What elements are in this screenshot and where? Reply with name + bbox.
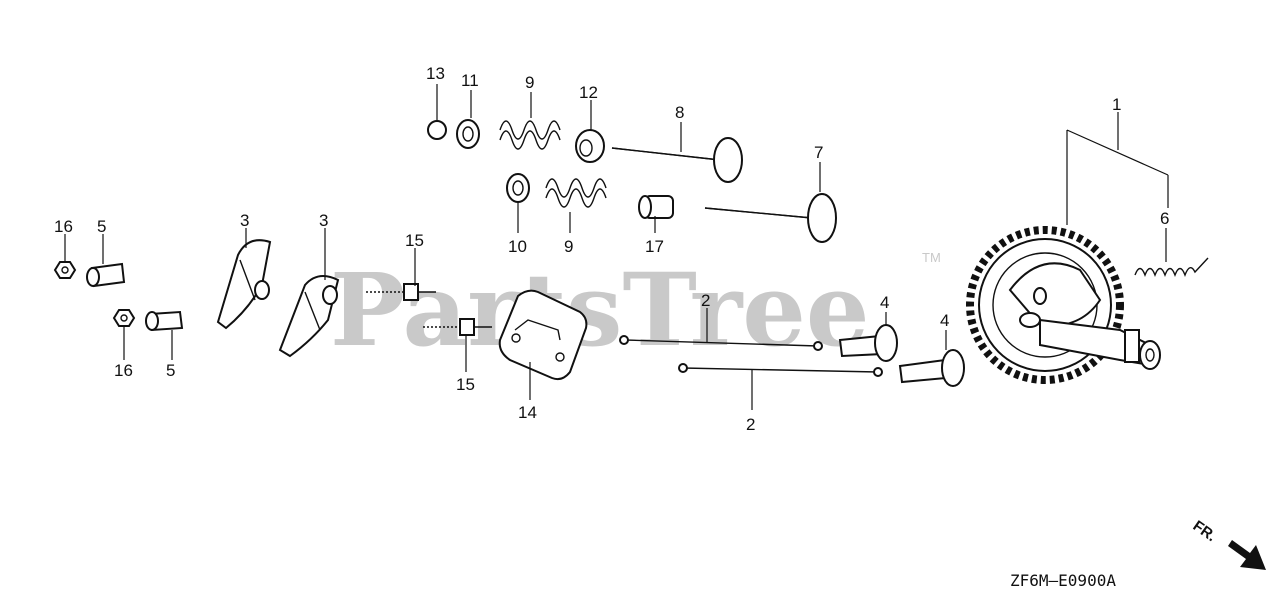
valve-retainer-11[interactable] (456, 119, 480, 149)
rocker-pivot-upper[interactable] (86, 262, 126, 288)
front-arrow-icon (1228, 540, 1266, 570)
push-rod-lower[interactable] (678, 363, 883, 377)
callout-5-upper: 5 (97, 217, 106, 236)
callout-8: 8 (675, 103, 684, 122)
callout-15-upper: 15 (405, 231, 424, 250)
callout-14: 14 (518, 403, 537, 422)
rocker-stud-upper[interactable] (366, 283, 436, 301)
callout-12: 12 (579, 83, 598, 102)
callout-9-lower: 9 (564, 237, 573, 256)
valve-seal-12[interactable] (575, 129, 605, 163)
watermark: PartsTree (330, 251, 870, 369)
push-rod-upper[interactable] (619, 335, 823, 351)
callout-3-left: 3 (240, 211, 249, 230)
rocker-arm-right[interactable] (278, 275, 340, 358)
callouts: 1 6 7 8 12 9 11 13 10 9 17 3 3 15 15 14 … (54, 64, 1169, 434)
callout-10: 10 (508, 237, 527, 256)
callout-4-lower: 4 (940, 311, 949, 330)
valve-lifter-lower[interactable] (898, 349, 965, 387)
rocker-arm-left[interactable] (216, 239, 272, 330)
valve-spring-upper[interactable] (499, 120, 561, 150)
valve-rotator-17[interactable] (638, 195, 674, 219)
leader-lines (64, 84, 1169, 410)
rocker-stud-lower[interactable] (423, 318, 492, 336)
exhaust-valve[interactable] (704, 193, 837, 243)
callout-5-lower: 5 (166, 361, 175, 380)
callout-2-upper: 2 (701, 291, 710, 310)
callout-15-lower: 15 (456, 375, 475, 394)
pushrod-guide-plate[interactable] (498, 289, 588, 381)
valve-retainer-10[interactable] (506, 173, 530, 203)
drawing-code: ZF6M—E0900A (1010, 571, 1116, 590)
front-label: FR. (1190, 517, 1220, 545)
camshaft-gear[interactable] (966, 226, 1161, 384)
callout-17: 17 (645, 237, 664, 256)
callout-3-right: 3 (319, 211, 328, 230)
callout-6: 6 (1160, 209, 1169, 228)
callout-16-upper: 16 (54, 217, 73, 236)
callout-7: 7 (814, 143, 823, 162)
adjusting-nut-lower[interactable] (112, 309, 136, 327)
adjusting-nut-upper[interactable] (53, 261, 77, 279)
callout-1: 1 (1112, 95, 1121, 114)
valve-spring-lower[interactable] (545, 178, 607, 208)
front-direction-indicator: FR. (1190, 517, 1266, 570)
callout-9-upper: 9 (525, 73, 534, 92)
trademark-symbol: TM (922, 250, 941, 265)
decompressor-spring[interactable] (1134, 257, 1209, 277)
valve-lifter-upper[interactable] (838, 324, 898, 362)
callout-2-lower: 2 (746, 415, 755, 434)
intake-valve[interactable] (611, 137, 743, 183)
callout-13: 13 (426, 64, 445, 83)
rocker-pivot-lower[interactable] (145, 310, 184, 332)
valve-cap-13[interactable] (427, 120, 447, 140)
callout-11: 11 (461, 71, 479, 90)
callout-4-upper: 4 (880, 293, 889, 312)
callout-16-lower: 16 (114, 361, 133, 380)
